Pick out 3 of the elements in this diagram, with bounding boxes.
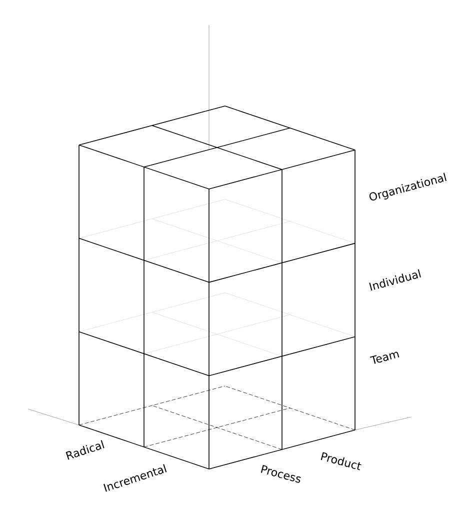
axis-label: Process — [260, 464, 301, 483]
axis-label: Product — [320, 452, 362, 470]
axis-label: Team — [370, 352, 400, 364]
